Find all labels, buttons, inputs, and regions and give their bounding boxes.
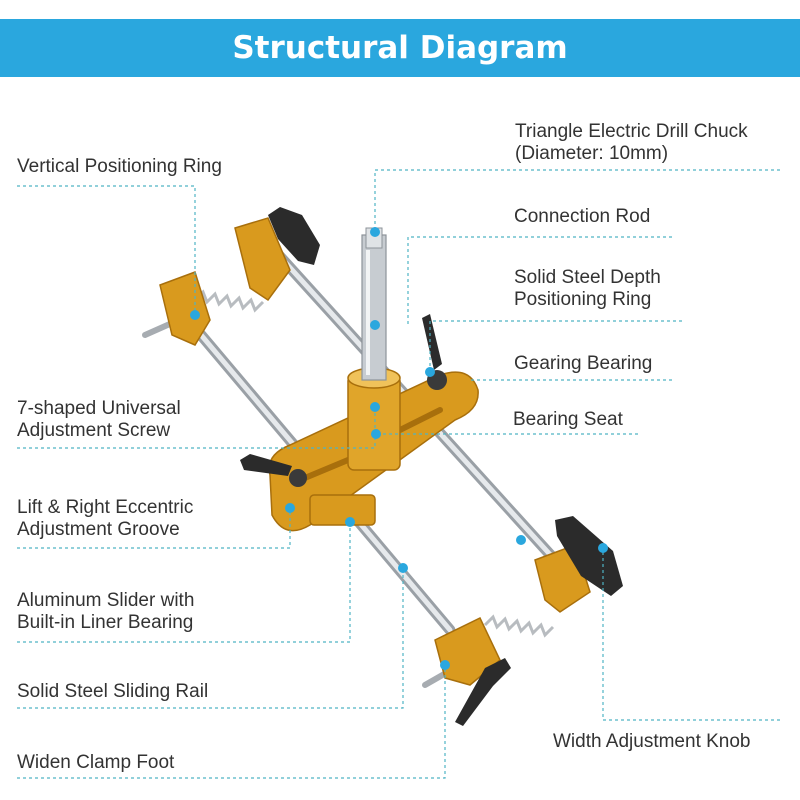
connection-rod <box>361 227 387 381</box>
callout-dots <box>190 227 608 670</box>
label-sliding-rail: Solid Steel Sliding Rail <box>17 681 209 702</box>
label-connection-rod: Connection Rod <box>514 206 651 227</box>
label-universal-adjustment-screw: 7-shaped Universal Adjustment Screw <box>17 398 181 441</box>
clamp-lower-right <box>434 516 623 726</box>
center-body <box>268 367 479 532</box>
label-aluminum-slider: Aluminum Slider with Built-in Liner Bear… <box>17 590 195 633</box>
clamp-upper-left <box>159 207 320 346</box>
label-eccentric-adjustment-groove: Lift & Right Eccentric Adjustment Groove <box>17 497 194 540</box>
springs <box>193 289 555 638</box>
label-width-adjustment-knob: Width Adjustment Knob <box>553 731 751 752</box>
label-gearing-bearing: Gearing Bearing <box>514 353 653 374</box>
label-depth-positioning-ring: Solid Steel Depth Positioning Ring <box>514 267 661 310</box>
diagram-title: Structural Diagram <box>232 30 568 66</box>
label-drill-chuck: Triangle Electric Drill Chuck (Diameter:… <box>515 121 748 164</box>
leader-lines <box>17 169 780 779</box>
label-vertical-positioning-ring: Vertical Positioning Ring <box>17 156 222 177</box>
label-widen-clamp-foot: Widen Clamp Foot <box>17 752 175 773</box>
label-bearing-seat: Bearing Seat <box>513 409 623 430</box>
title-banner: Structural Diagram <box>0 19 800 77</box>
levers <box>240 314 447 487</box>
